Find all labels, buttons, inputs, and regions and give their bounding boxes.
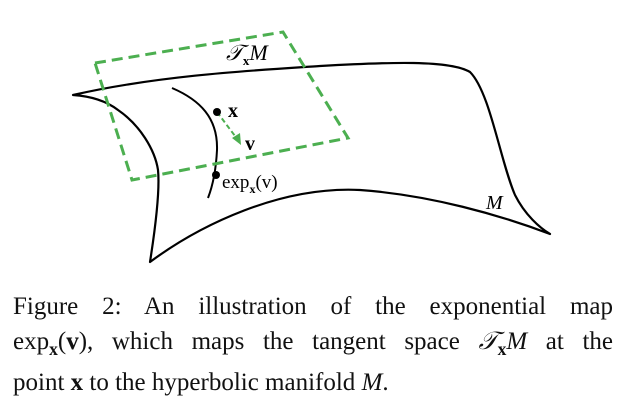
manifold-label: M [485, 192, 504, 214]
manifold-outline [71, 61, 552, 264]
tangent-vector-v [216, 111, 239, 141]
point-exp [212, 171, 220, 179]
exponential-map-figure: 𝒯xM x v expx(v) M [71, 30, 552, 264]
manifold-diagram: 𝒯xM x v expx(v) M [71, 30, 552, 264]
caption-line-1: Figure 2: An illustration of the exponen… [13, 293, 613, 320]
point-x-label: x [228, 100, 238, 122]
vector-v-label: v [245, 133, 255, 155]
point-x [213, 108, 221, 116]
caption-line-3: point x to the hyperbolic manifold M. [13, 369, 389, 397]
figure-caption: Figure 2: An illustration of the exponen… [13, 290, 613, 400]
tangent-plane [93, 30, 351, 182]
exp-map-label: expx(v) [222, 172, 278, 196]
vector-arrowhead [232, 133, 241, 145]
caption-line-2: expx(v), which maps the tangent space 𝒯x… [13, 326, 613, 360]
geodesic-curve [171, 87, 219, 199]
tangent-space-label: 𝒯xM [226, 40, 269, 68]
